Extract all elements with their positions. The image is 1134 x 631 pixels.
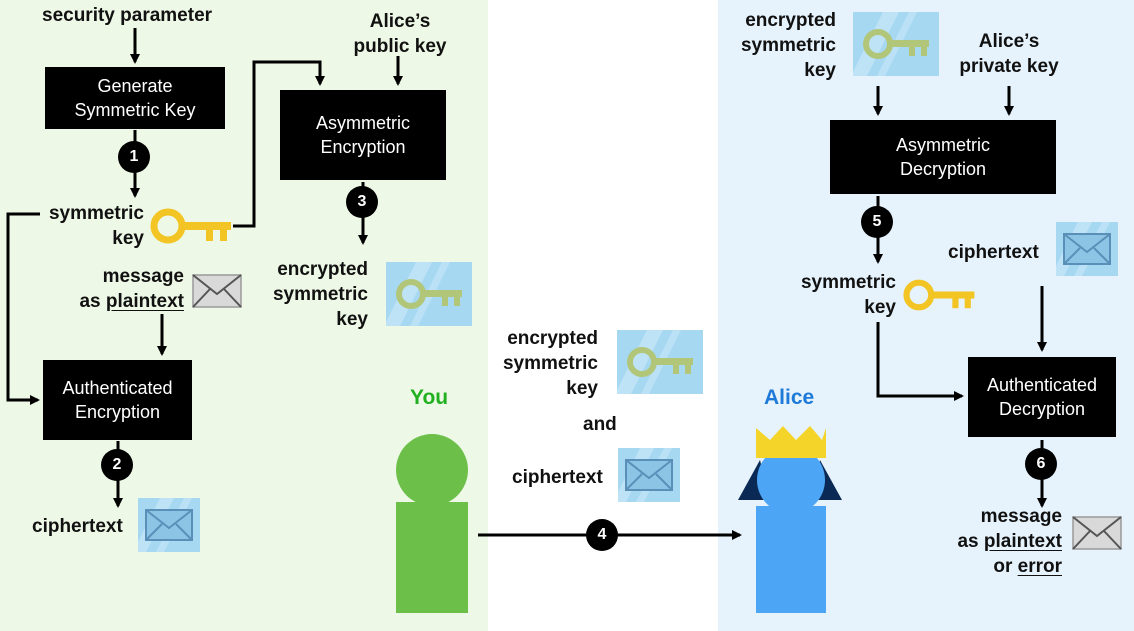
person-icon <box>757 446 825 514</box>
envelope-icon <box>192 274 242 308</box>
message-plaintext-or-error-label: message as plaintext or error <box>957 506 1062 577</box>
alice-label: Alice <box>764 386 815 409</box>
alice-person <box>738 426 842 613</box>
and-label: and <box>583 414 617 435</box>
step-4-badge: 4 <box>586 519 618 551</box>
encrypted-envelope-icon <box>1056 222 1118 276</box>
symmetric-key-label: symmetric key <box>800 272 896 318</box>
encrypted-key-icon <box>386 262 472 326</box>
ciphertext-label: ciphertext <box>32 516 123 537</box>
encrypted-key-icon <box>853 12 939 76</box>
step-6-badge: 6 <box>1025 448 1057 480</box>
encrypted-envelope-icon <box>138 498 200 552</box>
symmetric-key-label: symmetric key <box>48 203 144 249</box>
you-label: You <box>410 386 449 409</box>
encrypted-symmetric-key-label: encrypted symmetric key <box>272 259 368 330</box>
ciphertext-label: ciphertext <box>512 467 603 488</box>
message-plaintext-label: message as plaintext <box>79 266 184 312</box>
ciphertext-label: ciphertext <box>948 242 1039 263</box>
step-1-badge: 1 <box>118 141 150 173</box>
encrypted-symmetric-key-label: encrypted symmetric key <box>740 10 836 81</box>
person-icon <box>396 434 468 613</box>
step-3-badge: 3 <box>346 186 378 218</box>
encrypted-envelope-icon <box>618 448 680 502</box>
security-parameter-label: security parameter <box>42 5 213 26</box>
encrypted-symmetric-key-label: encrypted symmetric key <box>502 328 598 399</box>
envelope-icon <box>1072 516 1122 550</box>
alice-public-key-label: Alice’s public key <box>353 11 447 57</box>
step-5-badge: 5 <box>861 206 893 238</box>
crown-icon <box>756 426 826 458</box>
step-2-badge: 2 <box>101 449 133 481</box>
alice-private-key-label: Alice’s private key <box>959 31 1059 77</box>
encrypted-key-icon <box>617 330 703 394</box>
